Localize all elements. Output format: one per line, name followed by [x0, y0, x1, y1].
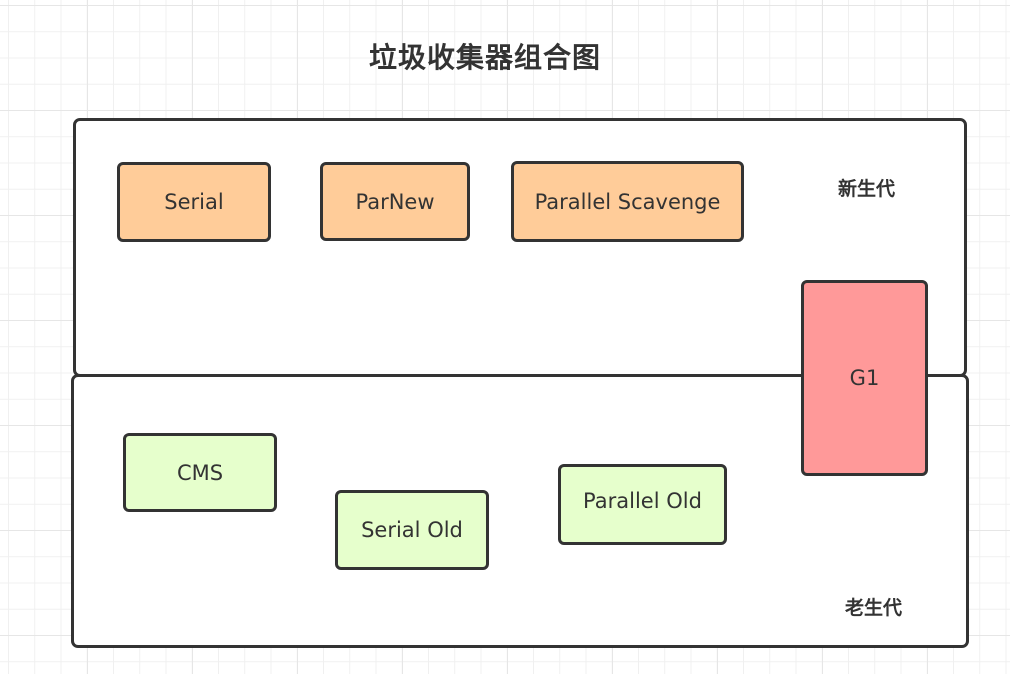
collector-cms-label: CMS — [176, 460, 224, 485]
collector-parnew[interactable]: ParNew — [320, 162, 470, 241]
collector-serial-label: Serial — [164, 190, 224, 214]
collector-serial-old[interactable]: Serial Old — [335, 490, 489, 570]
collector-serial-old-label: Serial Old — [361, 518, 463, 542]
collector-parallel-scavenge-label: Parallel Scavenge — [534, 189, 721, 214]
diagram-title: 垃圾收集器组合图 — [368, 41, 601, 74]
collector-parnew-label: ParNew — [355, 189, 435, 214]
old-generation-label: 老生代 — [845, 597, 903, 619]
collector-g1[interactable]: G1 — [801, 280, 928, 476]
collector-cms[interactable]: CMS — [123, 433, 277, 512]
collector-parallel-old-label: Parallel Old — [583, 489, 702, 513]
collector-parallel-old[interactable]: Parallel Old — [558, 464, 727, 545]
young-generation-label: 新生代 — [838, 178, 896, 200]
collector-g1-label: G1 — [849, 366, 880, 390]
collector-parallel-scavenge[interactable]: Parallel Scavenge — [511, 161, 744, 242]
collector-serial[interactable]: Serial — [117, 162, 271, 242]
